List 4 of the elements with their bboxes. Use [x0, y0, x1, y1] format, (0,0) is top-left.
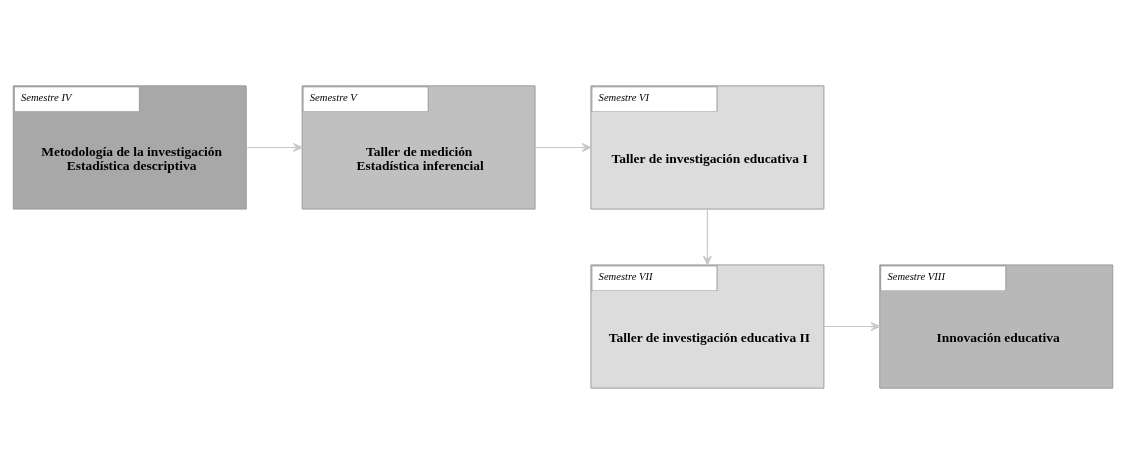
arrow	[823, 321, 881, 331]
arrow	[245, 142, 303, 152]
arrow	[534, 142, 592, 152]
arrow	[702, 208, 712, 265]
